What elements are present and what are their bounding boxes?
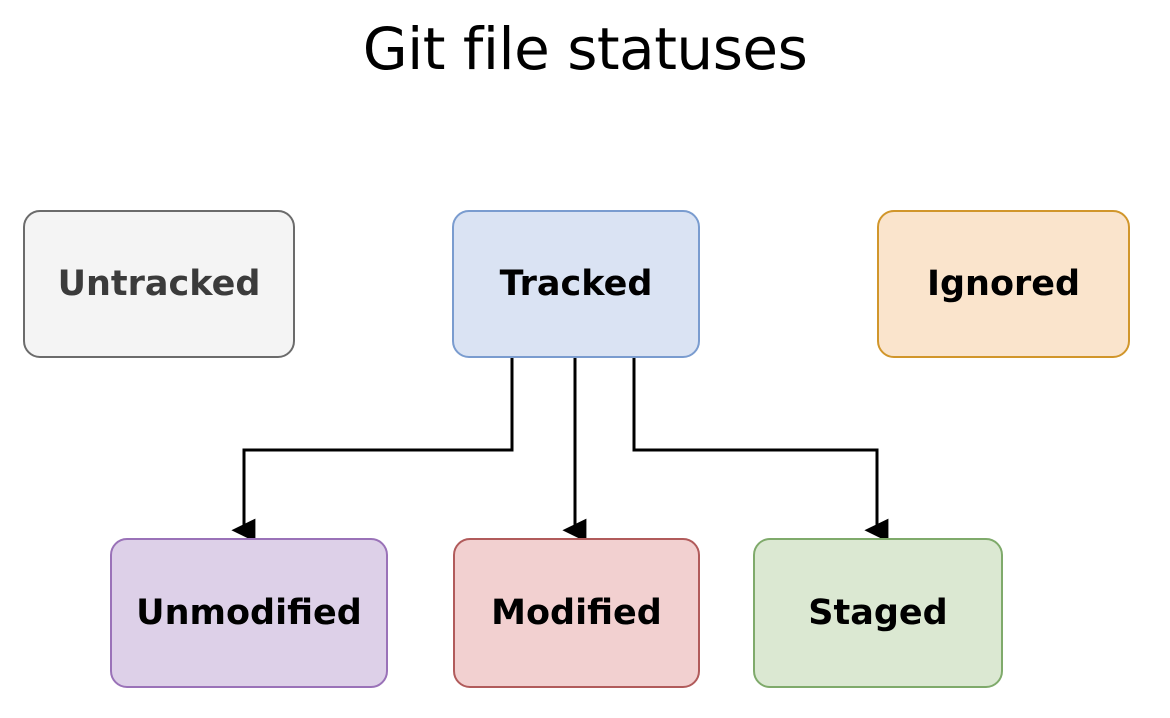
node-label-ignored: Ignored xyxy=(926,263,1081,304)
node-label-unmodified: Unmodified xyxy=(136,592,362,633)
node-staged[interactable]: Staged xyxy=(753,538,1003,688)
node-label-tracked: Tracked xyxy=(499,263,653,304)
node-modified[interactable]: Modified xyxy=(453,538,700,688)
connector-tracked-to-staged xyxy=(632,358,889,543)
page-title: Git file statuses xyxy=(362,15,808,83)
node-label-untracked: Untracked xyxy=(57,263,261,304)
node-label-modified: Modified xyxy=(491,592,662,633)
node-untracked[interactable]: Untracked xyxy=(23,210,295,358)
node-ignored[interactable]: Ignored xyxy=(877,210,1130,358)
node-tracked[interactable]: Tracked xyxy=(452,210,700,358)
connector-tracked-to-unmodified xyxy=(231,358,514,543)
node-label-staged: Staged xyxy=(808,592,948,633)
node-unmodified[interactable]: Unmodified xyxy=(110,538,388,688)
